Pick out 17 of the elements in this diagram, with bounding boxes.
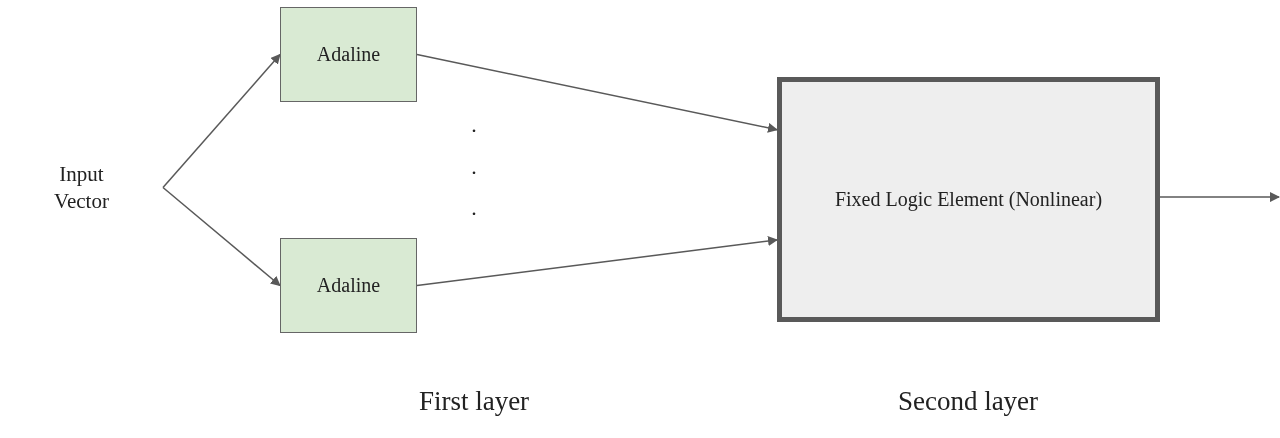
ellipsis-dot: . (471, 195, 477, 221)
node-label: Adaline (316, 273, 381, 298)
layer-caption: First layer (418, 386, 530, 417)
node-label: Adaline (316, 42, 381, 67)
adaline-box (280, 7, 417, 102)
logic-element-box (777, 77, 1160, 322)
arrow (1159, 192, 1280, 203)
adaline-box (280, 238, 417, 333)
input-label: Input Vector (53, 161, 110, 214)
arrow (416, 53, 778, 133)
arrow (162, 53, 281, 189)
layer-caption: Second layer (897, 386, 1039, 417)
arrow (162, 186, 281, 287)
arrow (416, 236, 778, 287)
node-label: Fixed Logic Element (Nonlinear) (834, 187, 1103, 212)
ellipsis-dot: . (471, 112, 477, 138)
ellipsis-dot: . (471, 154, 477, 180)
